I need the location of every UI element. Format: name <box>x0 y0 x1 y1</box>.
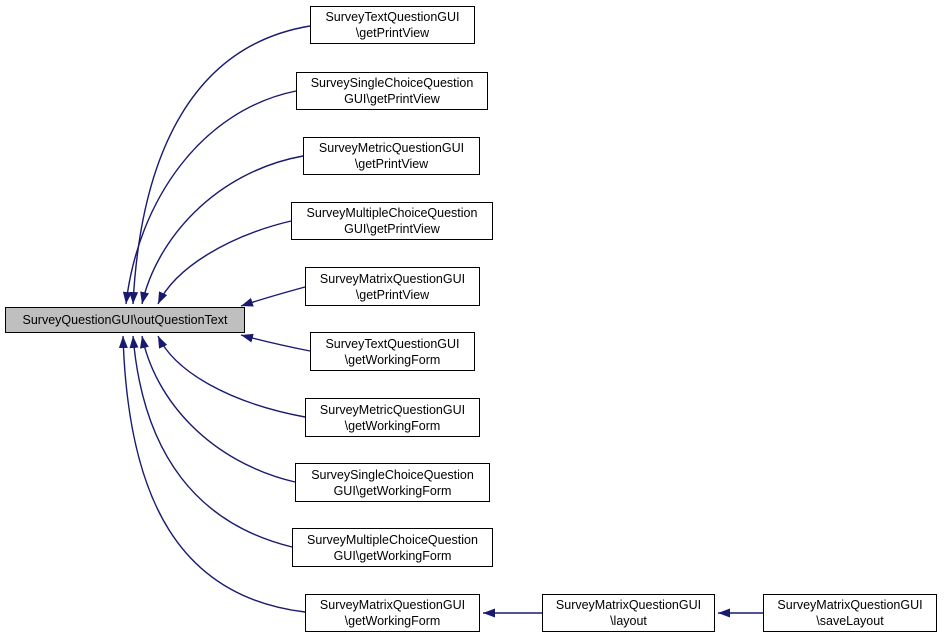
edge-multiple-working-to-main <box>129 335 293 548</box>
node-label-method: GUI\getWorkingForm <box>333 548 452 563</box>
node-label-class: SurveyMatrixQuestionGUI <box>319 271 466 286</box>
node-label-method: \layout <box>610 614 647 628</box>
node-singlechoice-getworkingform[interactable]: SurveySingleChoiceQuestion GUI\getWorkin… <box>295 463 490 502</box>
edge-matrix-working-to-main <box>118 335 306 613</box>
node-matrix-getprintview[interactable]: SurveyMatrixQuestionGUI \getPrintView <box>305 267 480 306</box>
node-label-method: GUI\getWorkingForm <box>333 483 452 498</box>
node-label-method: \getPrintView <box>355 287 430 302</box>
edge-text-print-to-main <box>129 25 311 305</box>
node-label-method: \getPrintView <box>355 26 430 40</box>
node-label-class: SurveyMetricQuestionGUI <box>319 402 466 417</box>
node-label-class: SurveyMultipleChoiceQuestion <box>306 206 478 220</box>
node-matrix-getworkingform[interactable]: SurveyMatrixQuestionGUI \getWorkingForm <box>305 594 480 632</box>
node-label-method: \getWorkingForm <box>344 352 441 367</box>
edge-text-working-to-main <box>240 333 311 352</box>
node-label-class: SurveyTextQuestionGUI <box>325 336 460 351</box>
node-singlechoice-getprintview[interactable]: SurveySingleChoiceQuestion GUI\getPrintV… <box>296 72 488 110</box>
node-main-outquestiontext: SurveyQuestionGUI\outQuestionText <box>5 307 245 333</box>
node-matrix-layout[interactable]: SurveyMatrixQuestionGUI \layout <box>542 594 715 632</box>
node-label-class: SurveyMultipleChoiceQuestion <box>307 532 478 547</box>
edge-matrix-print-to-main <box>240 286 306 307</box>
edge-multiple-print-to-main <box>157 220 292 305</box>
node-label-method: GUI\getPrintView <box>344 92 440 106</box>
node-text-getprintview[interactable]: SurveyTextQuestionGUI \getPrintView <box>310 6 475 44</box>
node-label-method: \saveLayout <box>816 614 884 628</box>
node-multiplechoice-getprintview[interactable]: SurveyMultipleChoiceQuestion GUI\getPrin… <box>291 202 493 240</box>
node-label-method: \getPrintView <box>354 157 429 171</box>
node-label: SurveyQuestionGUI\outQuestionText <box>22 313 228 327</box>
node-label-class: SurveySingleChoiceQuestion <box>310 76 474 90</box>
node-matrix-savelayout[interactable]: SurveyMatrixQuestionGUI \saveLayout <box>763 594 937 632</box>
edge-single-print-to-main <box>122 90 297 305</box>
node-text-getworkingform[interactable]: SurveyTextQuestionGUI \getWorkingForm <box>310 332 475 371</box>
node-multiplechoice-getworkingform[interactable]: SurveyMultipleChoiceQuestion GUI\getWork… <box>292 528 493 567</box>
node-label-class: SurveyMatrixQuestionGUI <box>555 598 702 612</box>
node-label-class: SurveyTextQuestionGUI <box>325 10 460 24</box>
node-metric-getworkingform[interactable]: SurveyMetricQuestionGUI \getWorkingForm <box>305 398 480 437</box>
node-label-method: \getWorkingForm <box>344 418 441 433</box>
node-label-class: SurveyMatrixQuestionGUI <box>319 598 466 612</box>
node-metric-getprintview[interactable]: SurveyMetricQuestionGUI \getPrintView <box>303 137 480 175</box>
node-label-class: SurveyMetricQuestionGUI <box>318 141 465 155</box>
node-label-class: SurveyMatrixQuestionGUI <box>777 598 923 612</box>
edge-single-working-to-main <box>139 335 296 483</box>
edge-metric-working-to-main <box>157 335 306 418</box>
node-label-class: SurveySingleChoiceQuestion <box>311 467 474 482</box>
edge-metric-print-to-main <box>140 155 304 305</box>
node-label-method: GUI\getPrintView <box>344 222 440 236</box>
node-label-method: \getWorkingForm <box>344 614 441 628</box>
